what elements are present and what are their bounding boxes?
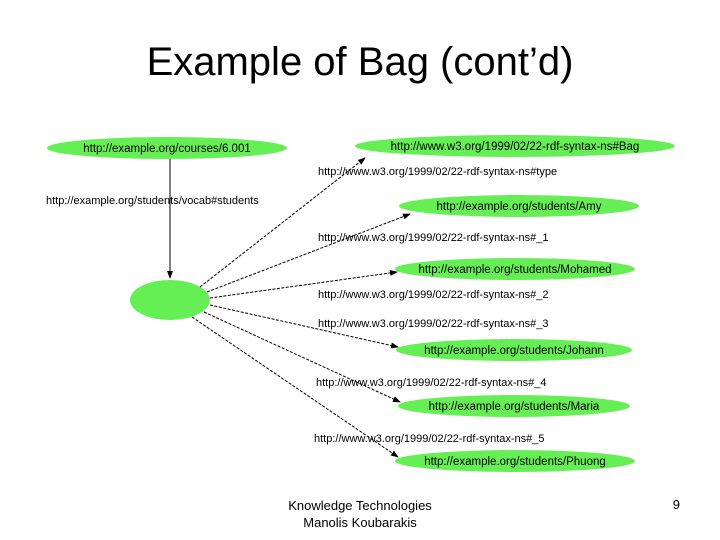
- node-bag-type: http://www.w3.org/1999/02/22-rdf-syntax-…: [355, 135, 675, 157]
- node-amy-label: http://example.org/students/Amy: [437, 201, 602, 213]
- node-course: http://example.org/courses/6.001: [47, 137, 287, 159]
- edge-type-label: http://www.w3.org/1999/02/22-rdf-syntax-…: [318, 166, 557, 178]
- node-phuong-label: http://example.org/students/Phuong: [424, 456, 606, 468]
- edge-member5-arrow: [191, 316, 399, 458]
- slide-title: Example of Bag (cont’d): [146, 40, 574, 84]
- node-phuong-ellipse: [395, 450, 635, 472]
- edge-member2-label: http://www.w3.org/1999/02/22-rdf-syntax-…: [318, 289, 549, 301]
- node-mohamed-label: http://example.org/students/Mohamed: [418, 264, 611, 276]
- node-bag-blank: [130, 280, 210, 320]
- node-course-ellipse: [47, 137, 287, 159]
- node-johann-label: http://example.org/students/Johann: [424, 345, 604, 357]
- edge-member4-label: http://www.w3.org/1999/02/22-rdf-syntax-…: [316, 377, 547, 389]
- edge-member5-label: http://www.w3.org/1999/02/22-rdf-syntax-…: [314, 433, 545, 445]
- footer-course: Knowledge Technologies: [288, 498, 432, 513]
- edge-type-arrow: [199, 157, 366, 288]
- edge-member1-label: http://www.w3.org/1999/02/22-rdf-syntax-…: [318, 232, 549, 244]
- footer-author: Manolis Koubarakis: [303, 515, 417, 530]
- node-bag-type-ellipse: [355, 135, 675, 157]
- node-course-label: http://example.org/courses/6.001: [83, 143, 251, 155]
- node-mohamed-ellipse: [395, 258, 635, 280]
- node-johann-ellipse: [396, 339, 632, 361]
- node-maria: http://example.org/students/Maria: [398, 395, 630, 417]
- node-amy-ellipse: [399, 195, 639, 217]
- node-bag-blank-ellipse: [130, 280, 210, 320]
- node-maria-ellipse: [398, 395, 630, 417]
- footer: Knowledge Technologies Manolis Koubaraki…: [240, 497, 480, 531]
- edge-member3-label: http://www.w3.org/1999/02/22-rdf-syntax-…: [318, 318, 549, 330]
- node-phuong: http://example.org/students/Phuong: [395, 450, 635, 472]
- edge-member3-arrow: [209, 304, 399, 349]
- edge-member1-arrow: [206, 213, 411, 293]
- node-johann: http://example.org/students/Johann: [396, 339, 632, 361]
- node-mohamed: http://example.org/students/Mohamed: [395, 258, 635, 280]
- node-amy: http://example.org/students/Amy: [399, 195, 639, 217]
- page-number: 9: [672, 497, 680, 512]
- node-bag-type-label: http://www.w3.org/1999/02/22-rdf-syntax-…: [391, 141, 640, 153]
- edge-students-label: http://example.org/students/vocab#studen…: [46, 195, 259, 207]
- node-maria-label: http://example.org/students/Maria: [429, 401, 600, 413]
